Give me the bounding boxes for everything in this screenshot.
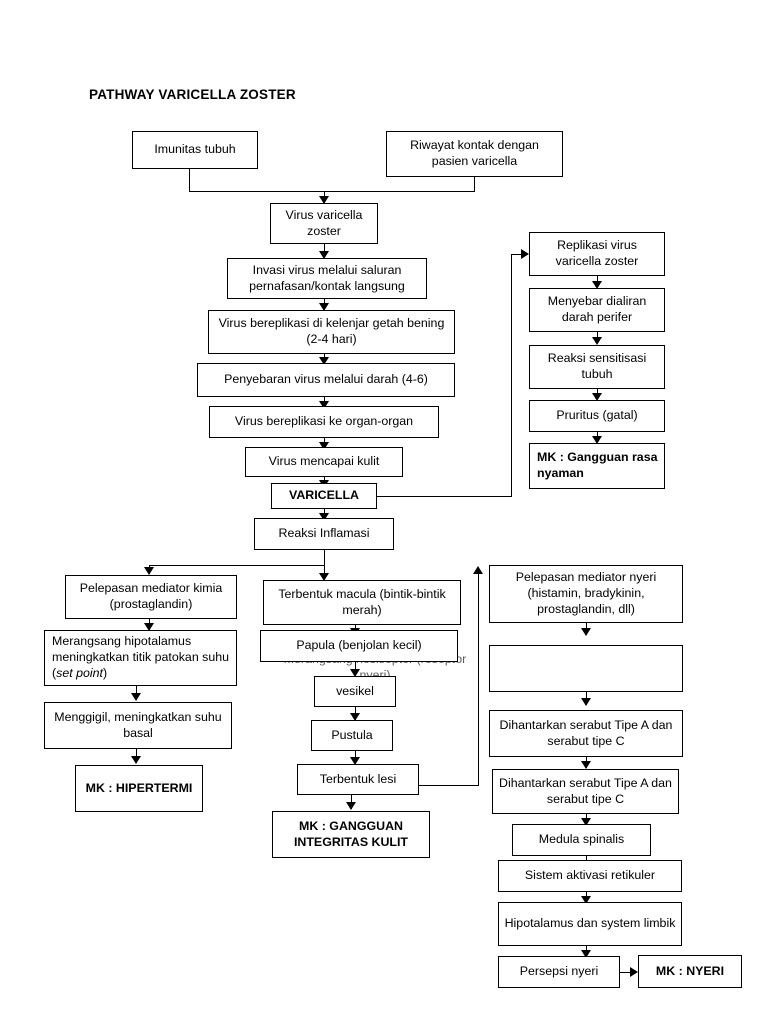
node-persepsi-nyeri[interactable]: Persepsi nyeri [498,956,620,988]
arrow-to-pustula [350,713,360,721]
node-pelepasan-mediator-kimia[interactable]: Pelepasan mediator kimia (prostaglandin) [65,575,237,619]
node-vesikel[interactable]: vesikel [314,676,396,707]
node-reaksi-sensitisasi[interactable]: Reaksi sensitisasi tubuh [529,345,665,389]
node-mk-nyeri[interactable]: MK : NYERI [638,955,742,988]
connector-into-replikasi-vz [511,254,525,255]
arrow-to-terbentuk-lesi [350,757,360,765]
node-medula-spinalis[interactable]: Medula spinalis [512,824,651,856]
connector-imunitas-down [189,169,190,191]
node-mk-hipertermi[interactable]: MK : HIPERTERMI [75,765,203,812]
node-penyebaran-darah[interactable]: Penyebaran virus melalui darah (4-6) [197,363,455,397]
arrow-to-replikasi-kelenjar [319,303,329,311]
arrow-to-menggigil [131,693,141,701]
node-replikasi-kelenjar[interactable]: Virus bereplikasi di kelenjar getah beni… [208,310,455,354]
node-merangsang-hipotalamus[interactable]: Merangsang hipotalamus meningkatkan titi… [44,630,237,686]
arrow-to-pelepasan-mediator-nyeri [473,566,483,574]
node-dihantarkan-b[interactable]: Dihantarkan serabut Tipe A dan serabut t… [492,769,679,814]
connector-varicella-up [511,254,512,497]
arrow-to-replikasi-organ [319,401,329,409]
arrow-to-virus-kulit [319,442,329,450]
connector-to-macula [324,565,325,579]
arrow-to-hipotalamus-limbik [581,896,591,904]
arrow-to-invasi [319,251,329,259]
arrow-to-reaksi-sensitisasi [592,337,602,345]
connector-inflamasi-down [324,550,325,565]
arrow-to-persepsi-nyeri [581,950,591,958]
arrow-to-pelepasan-mediator-kimia [144,567,154,575]
node-terbentuk-macula[interactable]: Terbentuk macula (bintik-bintik merah) [263,580,461,625]
node-hipotalamus-limbik[interactable]: Hipotalamus dan system limbik [498,902,682,946]
merangsang-hipotalamus-text: Merangsang hipotalamus meningkatkan titi… [52,634,230,680]
arrow-to-mk-gangguan-rasa-nyaman [592,436,602,444]
arrow-to-vesikel [350,669,360,677]
arrow-to-dihantarkan-a [581,698,591,706]
arrow-to-kotak-kosong [581,628,591,636]
node-imunitas-tubuh[interactable]: Imunitas tubuh [132,131,258,169]
node-virus-kulit[interactable]: Virus mencapai kulit [245,447,403,477]
arrow-to-replikasi-virus-vz [521,249,529,259]
connector-top-merge-horizontal [189,191,475,192]
node-menyebar-perifer[interactable]: Menyebar dialiran darah perifer [529,288,665,332]
node-replikasi-organ[interactable]: Virus bereplikasi ke organ-organ [209,406,439,438]
arrow-to-medula-spinalis [581,818,591,826]
arrow-to-mk-nyeri [630,967,638,977]
connector-persepsi-to-mk-nyeri [620,972,632,973]
node-terbentuk-lesi[interactable]: Terbentuk lesi [297,764,419,795]
node-kotak-kosong[interactable] [489,645,683,692]
arrow-to-penyebaran [319,357,329,365]
node-mk-gangguan-integritas[interactable]: MK : GANGGUAN INTEGRITAS KULIT [272,811,430,858]
diagram-title: PATHWAY VARICELLA ZOSTER [89,87,296,102]
node-papula[interactable]: Papula (benjolan kecil) [260,630,458,662]
arrow-to-mk-gangguan-integritas [346,802,356,810]
arrow-to-mk-hipertermi [131,756,141,764]
arrow-to-terbentuk-macula [319,573,329,581]
node-pruritus[interactable]: Pruritus (gatal) [529,400,665,432]
arrow-to-dihantarkan-b [581,761,591,769]
merangsang-hipotalamus-italic: set point [56,665,103,680]
node-replikasi-virus-vz[interactable]: Replikasi virus varicella zoster [529,232,665,276]
node-varicella[interactable]: VARICELLA [271,483,377,509]
node-virus-varicella-zoster[interactable]: Virus varicella zoster [270,203,378,244]
connector-inflamasi-left-branch [149,565,325,566]
node-invasi-virus[interactable]: Invasi virus melalui saluran pernafasan/… [227,258,427,299]
connector-lesi-right [419,785,479,786]
connector-varicella-right [377,496,512,497]
node-riwayat-kontak[interactable]: Riwayat kontak dengan pasien varicella [386,131,563,177]
arrow-to-pruritus [592,393,602,401]
arrow-to-menyebar-perifer [592,281,602,289]
arrow-to-merangsang-hipotalamus [144,623,154,631]
connector-vvz-to-invasi [324,244,325,257]
node-mk-gangguan-rasa-nyaman[interactable]: MK : Gangguan rasa nyaman [529,443,665,489]
connector-riwayat-down [474,177,475,191]
node-menggigil[interactable]: Menggigil, meningkatkan suhu basal [44,702,232,749]
merangsang-hipotalamus-close: ) [102,665,108,680]
arrow-to-reaksi-inflamasi [319,513,329,521]
node-dihantarkan-a[interactable]: Dihantarkan serabut Tipe A dan serabut t… [489,710,683,757]
connector-lesi-up [478,572,479,785]
node-sistem-aktivasi[interactable]: Sistem aktivasi retikuler [498,860,682,892]
node-reaksi-inflamasi[interactable]: Reaksi Inflamasi [254,518,394,550]
arrow-to-virus-varicella-zoster [319,196,329,204]
node-pustula[interactable]: Pustula [311,720,393,751]
node-pelepasan-mediator-nyeri[interactable]: Pelepasan mediator nyeri (histamin, brad… [489,565,683,623]
